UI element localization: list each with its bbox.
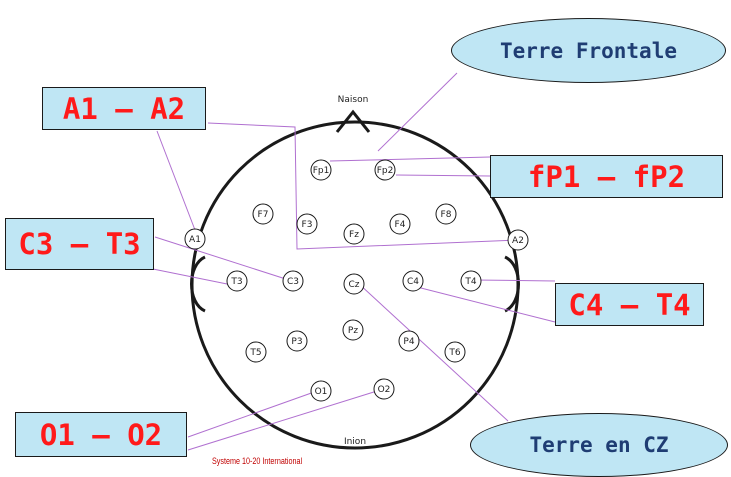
electrode-o2: O2 [373,378,395,400]
electrode-label: Pz [348,326,358,336]
o1-o2-box: O1 – O2 [15,412,187,457]
c3-t3-label: C3 – T3 [18,227,141,261]
electrode-circle [373,378,395,400]
connector-cz [357,282,509,422]
connector-terre-frontale [377,72,458,152]
electrode-o1: O1 [310,380,332,402]
connector-a1 [156,130,196,231]
electrode-circle [444,341,466,363]
electrode-label: F3 [302,220,313,230]
electrode-circle [374,159,396,181]
electrode-label: O2 [378,385,391,395]
electrode-fp1: Fp1 [310,159,332,181]
electrode-label: A1 [189,235,201,245]
electrode-label: P4 [403,337,414,347]
a1-a2-label: A1 – A2 [62,91,186,126]
nose [335,109,371,133]
electrode-circle [460,270,482,292]
connector-t3 [147,267,233,286]
electrode-circle [245,341,267,363]
electrode-fz: Fz [343,223,365,245]
electrode-c4: C4 [402,270,424,292]
connector-a1-a2 [207,122,519,250]
electrode-circle [296,213,318,235]
electrode-label: A2 [512,236,524,246]
electrode-circle [310,380,332,402]
electrode-t4: T4 [460,270,482,292]
electrode-circle [507,229,529,251]
electrode-label: Fp2 [377,166,394,176]
electrode-circle [310,159,332,181]
electrode-t6: T6 [444,341,466,363]
electrode-circle [286,330,308,352]
electrode-circle [389,213,411,235]
electrode-pz: Pz [342,319,364,341]
nasion-label: Naison [338,95,369,105]
fp1-fp2-label: fP1 – fP2 [527,159,686,194]
electrode-c3: C3 [282,270,304,292]
electrode-label: Fz [349,230,359,240]
electrode-a2: A2 [507,229,529,251]
electrode-a1: A1 [184,228,206,250]
electrode-circle [435,203,457,225]
connector-t4 [473,279,556,282]
terre-frontale-oval: Terre Frontale [451,18,726,83]
electrode-label: F7 [258,210,269,220]
a1-a2-box: A1 – A2 [42,87,206,130]
c4-t4-label: C4 – T4 [568,287,691,322]
electrode-p3: P3 [286,330,308,352]
electrode-circle [342,319,364,341]
electrode-label: T4 [464,277,476,287]
electrode-label: C4 [407,277,419,287]
fp1-fp2-box: fP1 – fP2 [490,155,723,198]
electrode-circle [282,270,304,292]
connector-o2 [187,390,378,451]
electrode-circle [343,273,365,295]
electrode-label: T3 [230,277,242,287]
electrode-label: Cz [348,280,359,290]
electrode-f4: F4 [389,213,411,235]
connector-o1 [187,390,318,438]
electrode-f7: F7 [252,203,274,225]
electrode-label: O1 [315,387,328,397]
electrode-circle [398,330,420,352]
electrode-circle [402,270,424,292]
o1-o2-label: O1 – O2 [39,417,163,452]
electrode-label: P3 [291,337,302,347]
terre-cz-label: Terre en CZ [529,433,669,457]
electrode-t5: T5 [245,341,267,363]
electrode-label: T5 [249,348,261,358]
terre-frontale-label: Terre Frontale [499,38,677,63]
electrode-fp2: Fp2 [374,159,396,181]
terre-cz-oval: Terre en CZ [470,413,728,477]
electrode-circle [343,223,365,245]
electrode-label: T6 [448,348,460,358]
inion-label: Inion [344,437,366,447]
c4-t4-box: C4 – T4 [555,283,704,326]
right-ear [504,255,520,313]
connector-fp2 [395,174,491,177]
electrode-circle [184,228,206,250]
caption: Systeme 10-20 International [212,456,303,466]
electrode-f3: F3 [296,213,318,235]
electrode-label: Fp1 [313,166,330,176]
electrode-circle [252,203,274,225]
electrode-label: C3 [287,277,299,287]
c3-t3-box: C3 – T3 [5,218,154,270]
connectors [147,72,556,451]
electrode-label: F8 [441,210,452,220]
electrode-t3: T3 [226,270,248,292]
connector-c4 [416,286,556,323]
electrode-cz: Cz [343,273,365,295]
electrode-circle [226,270,248,292]
electrode-p4: P4 [398,330,420,352]
connector-c3 [154,236,293,282]
connector-fp1 [329,156,491,162]
electrode-label: F4 [395,220,406,230]
electrode-f8: F8 [435,203,457,225]
left-ear [190,255,206,313]
